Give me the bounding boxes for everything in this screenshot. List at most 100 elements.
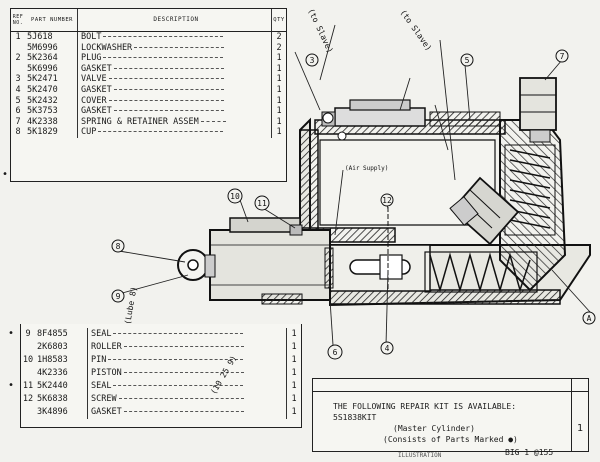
- row-qty: 1: [286, 328, 301, 341]
- spring-coil: [504, 144, 556, 236]
- row-description: GASKET: [77, 106, 271, 117]
- footer-illus-text: ILLUSTRATION: [398, 452, 442, 459]
- row-description: CUP: [77, 127, 271, 138]
- cover-plug: [321, 99, 501, 141]
- housing: [299, 117, 591, 307]
- footer-illus: ILLUSTRATION: [398, 452, 441, 459]
- table-row: 1 5J618 BOLT 2: [11, 32, 286, 43]
- row-description-text: SCREW: [91, 394, 117, 404]
- row-description: COVER: [77, 95, 271, 107]
- row-part-number: 1H8583: [37, 355, 68, 365]
- callout-3: 3: [310, 56, 315, 65]
- row-ref: 7: [15, 116, 21, 127]
- row-part-number: 5K6996: [27, 63, 58, 74]
- row-description: PISTON: [87, 367, 286, 380]
- kit-part-mark: •: [8, 328, 15, 339]
- leader-dash: [123, 372, 244, 373]
- row-part-number: 5J618: [27, 32, 53, 42]
- row-ref: 1: [15, 32, 21, 42]
- row-qty: 1: [271, 116, 286, 128]
- row-description-text: COVER: [81, 95, 107, 106]
- row-description-text: PLUG: [81, 53, 102, 64]
- top-parts-table: REF NO. PART NUMBER DESCRIPTION QTY 1 5J6…: [10, 8, 287, 182]
- row-ref: 9: [25, 329, 31, 339]
- row-mark-8: •: [2, 169, 9, 180]
- table-header: REF NO. PART NUMBER DESCRIPTION QTY: [11, 9, 286, 32]
- row-description-text: VALVE: [81, 74, 107, 85]
- row-qty: 1: [271, 106, 286, 117]
- row-part-number: 4K2336: [37, 368, 68, 378]
- row-part-number: 5K2440: [37, 381, 68, 391]
- row-ref: [11, 64, 25, 75]
- repair-kit-text: THE FOLLOWING REPAIR KIT IS AVAILABLE: 5…: [313, 379, 572, 451]
- row-description-text: BOLT: [81, 32, 102, 42]
- row-ref: 11: [22, 381, 34, 391]
- row-qty: 1: [286, 380, 301, 393]
- row-description: SEAL: [87, 328, 286, 341]
- row-qty: 1: [271, 74, 286, 85]
- row-description-text: PIN: [91, 355, 107, 365]
- row-description-text: CUP: [81, 127, 97, 138]
- header-qty: QTY: [271, 9, 286, 31]
- row-ref: 5: [15, 95, 21, 106]
- kit-part-mark: •: [8, 380, 15, 391]
- annotation-lube: (Lube 8): [123, 286, 139, 326]
- row-description-text: SPRING & RETAINER ASSEM: [81, 116, 199, 127]
- leader-dash: [113, 385, 244, 386]
- row-qty: 1: [271, 127, 286, 138]
- row-qty: 2: [271, 32, 286, 43]
- row-description: VALVE: [77, 74, 271, 85]
- row-description: ROLLER: [87, 341, 286, 354]
- row-ref: 8: [15, 127, 21, 138]
- leader-dash: [103, 57, 224, 59]
- row-part-number: 4K2338: [27, 116, 58, 127]
- roller: [177, 249, 216, 281]
- callout-8: 8: [116, 242, 121, 251]
- leader-dash: [113, 67, 224, 69]
- row-description-text: LOCKWASHER: [81, 42, 133, 53]
- row-part-number: 5K6838: [37, 394, 68, 404]
- plunger-cylinder: [209, 217, 334, 305]
- kit-line-2: 5S1838KIT: [333, 413, 377, 422]
- row-qty: 1: [286, 341, 301, 354]
- row-description: PIN: [87, 354, 286, 367]
- row-description-text: SEAL: [91, 381, 112, 391]
- footer-code: BIG 1 @155: [505, 448, 553, 457]
- annotation-air-supply: (Air Supply): [345, 165, 388, 172]
- row-ref: [11, 43, 25, 54]
- callout-11: 11: [257, 199, 267, 208]
- row-description-text: ROLLER: [91, 342, 122, 352]
- row-ref: [21, 367, 35, 380]
- row-description-text: GASKET: [81, 63, 112, 74]
- row-description: PLUG: [77, 53, 271, 64]
- row-ref: [21, 406, 35, 419]
- leader-dash: [200, 120, 226, 122]
- annotation-to-slave-1: (to Slave): [306, 7, 335, 54]
- row-part-number: 5K2471: [27, 74, 58, 85]
- row-part-number: 5K2432: [27, 95, 58, 106]
- row-qty: 2: [271, 42, 286, 54]
- row-description: LOCKWASHER: [77, 42, 271, 54]
- row-part-number: 5K2364: [27, 53, 58, 64]
- callout-12: 12: [382, 196, 392, 205]
- row-description: SCREW: [87, 393, 286, 406]
- row-description: SEAL: [87, 380, 286, 393]
- header-description: DESCRIPTION: [77, 9, 271, 31]
- piston-rod: [329, 200, 431, 292]
- callout-4: 4: [385, 344, 390, 353]
- leader-dash: [103, 36, 224, 37]
- header-part-number: PART NUMBER: [31, 17, 73, 23]
- row-ref: 10: [22, 355, 34, 365]
- row-qty: 1: [271, 63, 286, 75]
- repair-kit-box: THE FOLLOWING REPAIR KIT IS AVAILABLE: 5…: [312, 378, 589, 452]
- row-description: BOLT: [77, 32, 271, 43]
- leader-dash: [98, 131, 224, 133]
